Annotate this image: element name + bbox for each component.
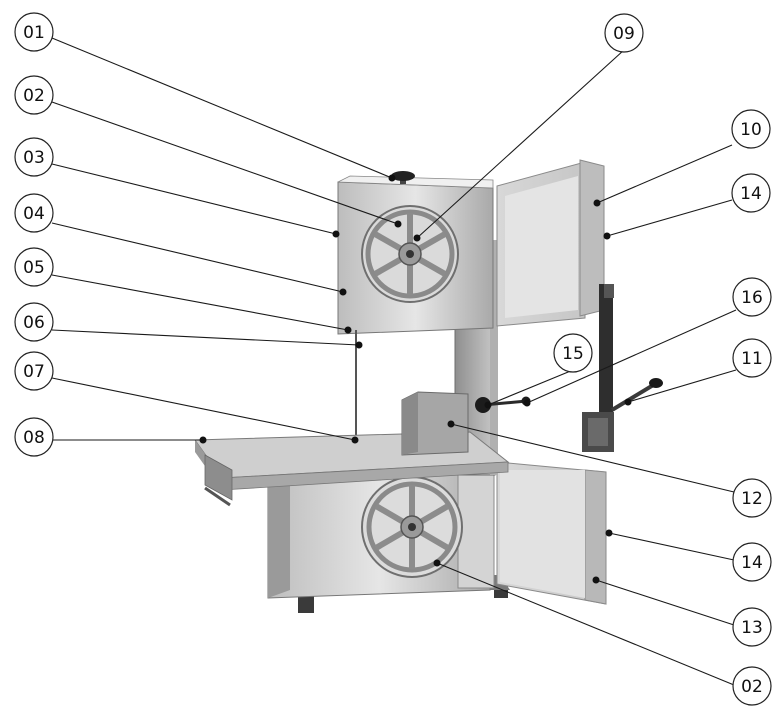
callout-01: 01 <box>14 12 54 52</box>
svg-text:10: 10 <box>740 120 762 140</box>
callout-06: 06 <box>14 302 54 342</box>
fence-plate <box>401 391 469 456</box>
leader-lines <box>51 37 737 686</box>
svg-text:08: 08 <box>23 428 45 448</box>
svg-text:11: 11 <box>741 349 763 369</box>
tension-knob <box>391 171 415 184</box>
svg-text:09: 09 <box>613 24 635 44</box>
callout-05: 05 <box>14 247 54 287</box>
callout-16: 16 <box>732 277 772 317</box>
blade-guide-arm <box>582 284 663 452</box>
callout-09: 09 <box>604 13 644 53</box>
callout-03: 03 <box>14 137 54 177</box>
callout-11: 11 <box>732 338 772 378</box>
svg-text:02: 02 <box>741 677 763 697</box>
svg-text:13: 13 <box>741 618 763 638</box>
callout-14-upper: 14 <box>731 173 771 213</box>
callouts: 01 02 03 04 05 06 07 08 <box>14 12 772 706</box>
svg-text:07: 07 <box>23 362 45 382</box>
svg-text:05: 05 <box>23 258 45 278</box>
svg-text:03: 03 <box>23 148 45 168</box>
lower-wheel <box>361 476 463 578</box>
upper-door <box>496 159 605 327</box>
callout-02-upper: 02 <box>14 75 54 115</box>
callout-10: 10 <box>731 109 771 149</box>
callout-08: 08 <box>14 417 54 457</box>
callout-15: 15 <box>553 333 593 373</box>
svg-text:06: 06 <box>23 313 45 333</box>
upper-wheel <box>361 205 459 303</box>
anchor-dots <box>199 174 632 584</box>
lower-door <box>496 461 607 605</box>
svg-text:16: 16 <box>741 288 763 308</box>
callout-02-lower: 02 <box>732 666 772 706</box>
svg-text:04: 04 <box>23 204 45 224</box>
svg-text:14: 14 <box>741 553 763 573</box>
callout-12: 12 <box>732 478 772 518</box>
svg-text:01: 01 <box>23 23 45 43</box>
svg-text:14: 14 <box>740 184 762 204</box>
svg-text:15: 15 <box>562 344 584 364</box>
svg-text:12: 12 <box>741 489 763 509</box>
callout-04: 04 <box>14 193 54 233</box>
band-saw-icon <box>194 159 663 613</box>
callout-14-lower: 14 <box>732 542 772 582</box>
callout-07: 07 <box>14 351 54 391</box>
callout-13: 13 <box>732 607 772 647</box>
svg-text:02: 02 <box>23 86 45 106</box>
